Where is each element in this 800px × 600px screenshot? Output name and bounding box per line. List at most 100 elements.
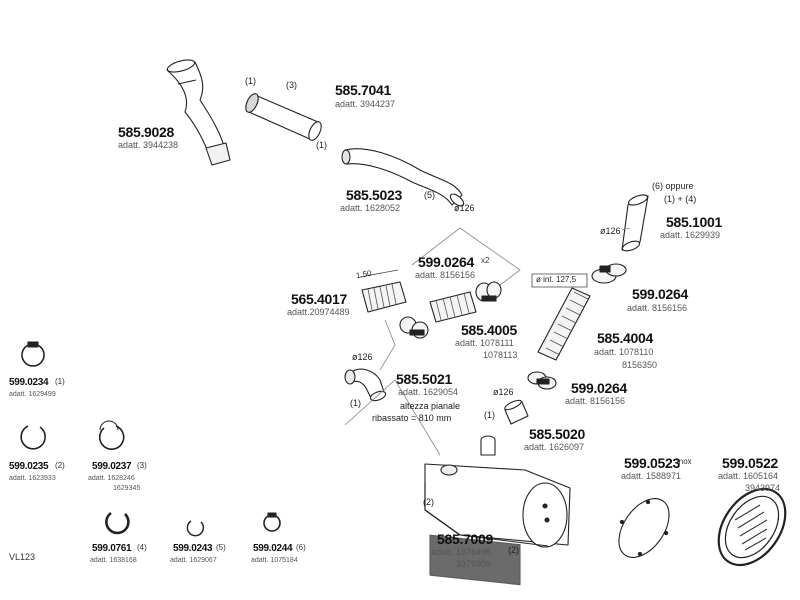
- ring-599-0243-drawing[interactable]: [186, 520, 205, 537]
- part-ref-599-0761: adatt. 1638168: [90, 557, 137, 564]
- part-ref-599-0522: adatt. 1605164: [718, 471, 779, 481]
- part-585-1001-drawing[interactable]: [621, 193, 649, 253]
- part-565-4017-drawing[interactable]: [361, 281, 407, 313]
- part-number-565-4017[interactable]: 565.4017: [291, 291, 347, 307]
- part-number-599-0237[interactable]: 599.0237: [92, 461, 132, 472]
- callout-1a: (1): [245, 76, 256, 86]
- note-ribassato: ribassato = 810 mm: [372, 413, 452, 423]
- part-ref-585-5020: adatt. 1626097: [524, 442, 585, 452]
- part-number-585-5021[interactable]: 585.5021: [396, 371, 452, 387]
- callout-1b: (1): [316, 140, 327, 150]
- diameter-126-c: ø126: [352, 352, 373, 362]
- diameter-126-d: ø126: [493, 387, 514, 397]
- part-585-5023-drawing[interactable]: [341, 148, 466, 209]
- part-ref-599-0264-right: adatt. 8156156: [627, 303, 688, 313]
- part-ref-599-0237: adatt. 1628246: [88, 475, 135, 482]
- part-ref-599-0264-low: adatt. 8156156: [565, 396, 626, 406]
- part-number-585-4004[interactable]: 585.4004: [597, 330, 653, 346]
- int-dimension-box: [531, 273, 588, 288]
- part-qty-599-0234: (1): [55, 377, 65, 386]
- part-number-599-0523[interactable]: 599.0523: [624, 455, 680, 471]
- ring-599-0761-drawing[interactable]: [105, 511, 130, 535]
- part-599-0523-drawing[interactable]: [609, 489, 680, 566]
- part-ref-585-5023: adatt. 1628052: [340, 203, 401, 213]
- part-585-7009-drawing[interactable]: [424, 435, 571, 586]
- callout-1-plus-4: (1) + (4): [664, 194, 697, 204]
- part-599-0264-clamp-top-drawing[interactable]: [475, 281, 502, 302]
- callout-1c: (1): [350, 398, 361, 408]
- part-number-585-1001[interactable]: 585.1001: [666, 214, 722, 230]
- part-ref2-585-4005: 1078113: [483, 350, 518, 360]
- ring-599-0234-drawing[interactable]: [21, 341, 45, 367]
- part-ref-565-4017: adatt.20974489: [287, 307, 350, 317]
- part-number-599-0234[interactable]: 599.0234: [9, 377, 49, 388]
- part-number-599-0235[interactable]: 599.0235: [9, 461, 49, 472]
- part-number-599-0264-right[interactable]: 599.0264: [632, 286, 688, 302]
- part-ref-585-7009: adatt. 1676496: [431, 547, 492, 557]
- part-ref-599-0264-top: adatt. 8156156: [415, 270, 476, 280]
- part-ref-585-7041: adatt. 3944237: [335, 99, 396, 109]
- part-number-599-0264-top[interactable]: 599.0264: [418, 254, 474, 270]
- part-number-585-5020[interactable]: 585.5020: [529, 426, 585, 442]
- leader-line: [379, 319, 396, 371]
- part-ref-599-0235: adatt. 1623933: [9, 475, 56, 482]
- callout-3: (3): [286, 80, 297, 90]
- callout-1d: (1): [484, 410, 495, 420]
- part-585-4004-drawing[interactable]: [537, 287, 591, 361]
- ring-599-0237-drawing[interactable]: [98, 420, 125, 450]
- leader-line: [411, 227, 521, 286]
- part-ref-599-0244: adatt. 1075184: [251, 557, 298, 564]
- part-number-585-7041[interactable]: 585.7041: [335, 82, 391, 98]
- part-qty-599-0244: (6): [296, 543, 306, 552]
- part-qty-599-0761: (4): [137, 543, 147, 552]
- part-ref2-599-0237: 1629345: [113, 485, 141, 492]
- part-585-5021-drawing[interactable]: [344, 368, 387, 402]
- part-599-0264-clamp-low-drawing[interactable]: [527, 371, 557, 390]
- part-number-599-0761[interactable]: 599.0761: [92, 543, 132, 554]
- length-dim-line: [359, 269, 399, 278]
- part-599-0264-clamp-mid-drawing[interactable]: [399, 316, 429, 339]
- part-585-7041-drawing[interactable]: [243, 92, 324, 142]
- diameter-126-a: ø126: [454, 203, 475, 213]
- part-number-599-0264-low[interactable]: 599.0264: [571, 380, 627, 396]
- part-585-5020-drawing[interactable]: [504, 398, 529, 425]
- ring-599-0235-drawing[interactable]: [20, 425, 46, 450]
- part-585-9028-drawing[interactable]: [166, 58, 231, 166]
- part-599-0522-drawing[interactable]: [705, 477, 799, 578]
- part-ref2-585-7009: 3979909: [456, 559, 492, 569]
- part-number-585-5023[interactable]: 585.5023: [346, 187, 402, 203]
- part-number-585-4005[interactable]: 585.4005: [461, 322, 517, 338]
- callout-2a: (2): [423, 497, 434, 507]
- part-number-599-0522[interactable]: 599.0522: [722, 455, 778, 471]
- part-ref-585-1001: adatt. 1629939: [660, 230, 721, 240]
- part-ref-585-4004: adatt. 1078110: [594, 347, 654, 357]
- part-number-599-0243[interactable]: 599.0243: [173, 543, 213, 554]
- part-number-585-9028[interactable]: 585.9028: [118, 124, 174, 140]
- part-qty-599-0264-top: x2: [481, 256, 490, 265]
- callout-2b: (2): [508, 545, 519, 555]
- ring-599-0244-drawing[interactable]: [263, 512, 281, 532]
- part-suffix-599-0523: inox: [677, 457, 692, 466]
- part-585-4005-drawing[interactable]: [429, 291, 477, 323]
- note-altezza: altezza pianale: [400, 401, 461, 411]
- part-number-585-7009[interactable]: 585.7009: [437, 531, 493, 547]
- leader-line: [621, 227, 631, 231]
- part-qty-599-0235: (2): [55, 461, 65, 470]
- part-ref-585-9028: adatt. 3944238: [118, 140, 179, 150]
- part-ref-599-0523: adatt. 1588971: [621, 471, 682, 481]
- part-ref-599-0243: adatt. 1629067: [170, 557, 217, 564]
- callout-6-oppure: (6) oppure: [652, 181, 694, 191]
- part-ref2-585-4004: 8156350: [622, 360, 658, 370]
- part-ref-585-4005: adatt. 1078111: [455, 338, 514, 348]
- part-qty-599-0237: (3): [137, 461, 147, 470]
- part-ref-599-0234: adatt. 1629499: [9, 391, 56, 398]
- part-599-0264-clamp-right-drawing[interactable]: [591, 263, 627, 284]
- part-number-599-0244[interactable]: 599.0244: [253, 543, 293, 554]
- page-code: VL123: [9, 552, 36, 562]
- diameter-126-b: ø126: [600, 226, 621, 236]
- part-ref2-599-0522: 3943974: [745, 483, 781, 493]
- internal-diameter: ø int. 127,5: [536, 275, 577, 284]
- callout-5: (5): [424, 190, 435, 200]
- part-qty-599-0243: (5): [216, 543, 226, 552]
